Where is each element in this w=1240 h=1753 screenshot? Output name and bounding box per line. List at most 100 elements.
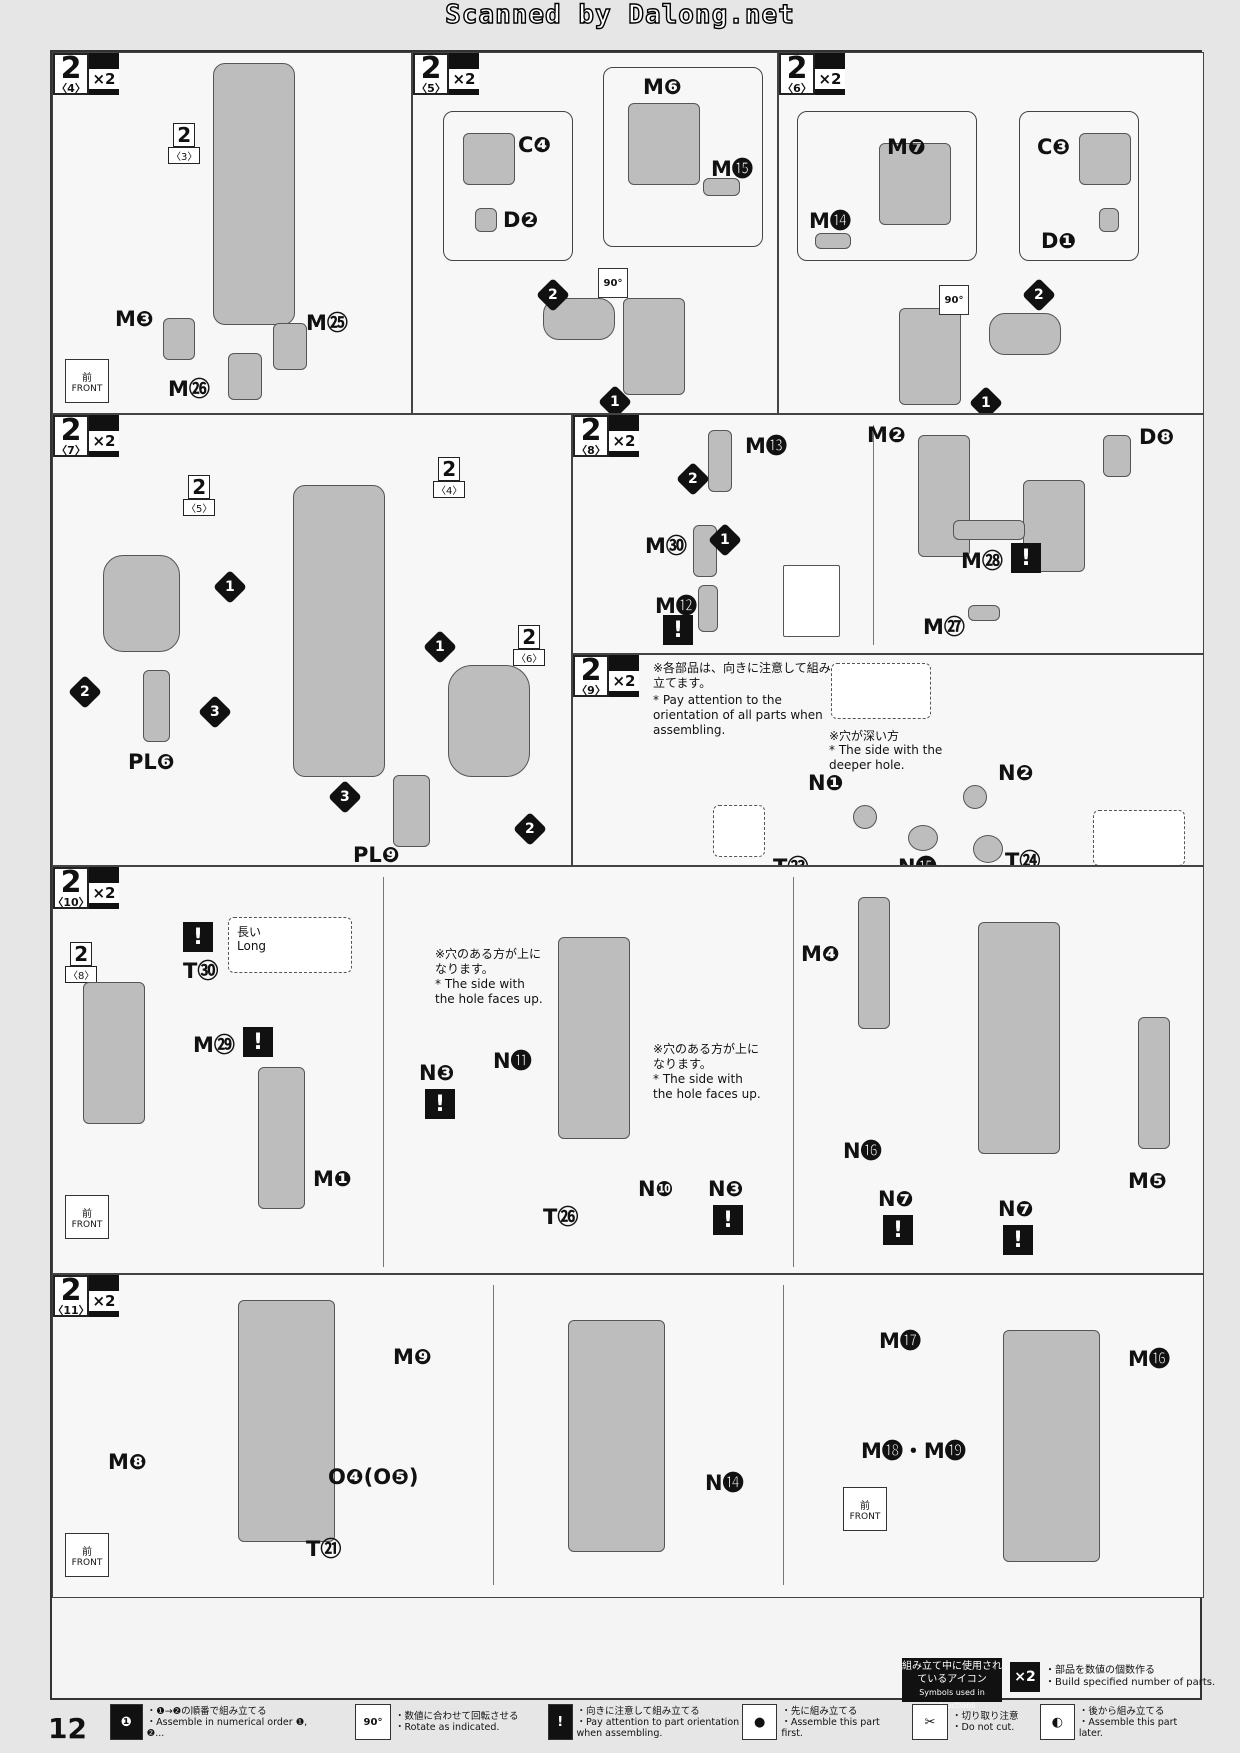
leg-frame-part bbox=[1003, 1330, 1100, 1562]
label-m14: M⓮ bbox=[809, 209, 851, 233]
page-number: 12 bbox=[48, 1712, 87, 1745]
detail-inset bbox=[831, 663, 931, 719]
label-n16: N⓰ bbox=[843, 1139, 882, 1163]
divider bbox=[783, 1285, 784, 1585]
part-pl6 bbox=[143, 670, 170, 742]
armor-part bbox=[989, 313, 1061, 355]
label-n3: N❸ bbox=[708, 1177, 744, 1201]
label-d1: D❶ bbox=[1041, 229, 1077, 253]
part-t24 bbox=[973, 835, 1003, 863]
panel-step-2-6: 2〈6〉 ×2 M❼ C❸ M⓮ D❶ 2 1 90° bbox=[778, 52, 1204, 414]
label-n11: N⓫ bbox=[493, 1049, 532, 1073]
hole-note-en: * The side with the hole faces up. bbox=[435, 977, 543, 1006]
part-m14 bbox=[815, 233, 851, 249]
x2-legend: ×2・部品を数値の個数作る・Build specified number of … bbox=[1010, 1662, 1215, 1692]
leg-frame-part bbox=[558, 937, 630, 1139]
part-d1 bbox=[1099, 208, 1119, 232]
long-detail-inset bbox=[228, 917, 352, 973]
label-n2: N❷ bbox=[998, 761, 1034, 785]
label-t23: T㉓ bbox=[773, 851, 808, 865]
step-badge: 2〈11〉 ×2 bbox=[53, 1275, 119, 1317]
rotate-icon: 90° bbox=[598, 268, 632, 298]
label-t21: T㉑ bbox=[306, 1537, 342, 1561]
leg-frame-part bbox=[238, 1300, 335, 1542]
long-label-jp: 長い bbox=[237, 925, 262, 939]
orientation-warning-icon: ! bbox=[425, 1089, 455, 1119]
part-n1 bbox=[853, 805, 877, 829]
armor-frame-part bbox=[623, 298, 685, 395]
label-m30: M㉚ bbox=[645, 534, 687, 558]
leg-frame-part bbox=[293, 485, 385, 777]
label-m2: M❷ bbox=[867, 423, 906, 447]
label-m1: M❶ bbox=[313, 1167, 352, 1191]
part-c3 bbox=[1079, 133, 1131, 185]
label-t30: T㉚ bbox=[183, 959, 219, 983]
divider bbox=[383, 877, 384, 1267]
divider bbox=[793, 877, 794, 1267]
part-m4 bbox=[858, 897, 890, 1029]
step-badge: 2〈7〉 ×2 bbox=[53, 415, 119, 457]
label-n7: N❼ bbox=[998, 1197, 1034, 1221]
orientation-warning-icon: ! bbox=[183, 922, 213, 952]
panel-step-2-7: 2〈7〉 ×2 2〈5〉 2〈4〉 2〈6〉 PL❻ PL❾ 1 2 3 1 3… bbox=[52, 414, 572, 866]
cut-detail bbox=[783, 565, 840, 637]
label-m5: M❺ bbox=[1128, 1169, 1167, 1193]
order-1-icon: 1 bbox=[213, 570, 247, 604]
leg-frame-part bbox=[978, 922, 1060, 1154]
label-d2: D❷ bbox=[503, 208, 539, 232]
step-badge: 2〈8〉 ×2 bbox=[573, 415, 639, 457]
part-m12 bbox=[698, 585, 718, 632]
legend-rotate: 90°・数値に合わせて回転させる・Rotate as indicated. bbox=[355, 1702, 545, 1742]
label-t24: T㉔ bbox=[1005, 849, 1041, 866]
part-m26 bbox=[228, 353, 262, 400]
label-m18-m19: M⓲・M⓳ bbox=[861, 1439, 966, 1463]
label-pl9: PL❾ bbox=[353, 843, 400, 866]
part-m28 bbox=[953, 520, 1025, 540]
step-badge: 2〈6〉 ×2 bbox=[779, 53, 845, 95]
label-d8: D❽ bbox=[1139, 425, 1175, 449]
label-m26: M㉖ bbox=[168, 377, 210, 401]
part-d2 bbox=[475, 208, 497, 232]
part-m27 bbox=[968, 605, 1000, 621]
armor-part bbox=[103, 555, 180, 652]
panel-step-2-9: 2〈9〉 ×2 ※各部品は、向きに注意して組み立てます。 * Pay atten… bbox=[572, 654, 1204, 866]
label-m4: M❹ bbox=[801, 942, 840, 966]
orientation-warning-icon: ! bbox=[883, 1215, 913, 1245]
legend-assemble-first: ●・先に組み立てる・Assemble this part first. bbox=[742, 1702, 902, 1742]
part-m13 bbox=[708, 430, 732, 492]
divider bbox=[873, 425, 874, 645]
orientation-note-jp: ※各部品は、向きに注意して組み立てます。 bbox=[653, 661, 831, 690]
detail-inset bbox=[1093, 810, 1185, 865]
part-m7 bbox=[879, 143, 951, 225]
label-m7: M❼ bbox=[887, 135, 926, 159]
step-badge: 2〈10〉 ×2 bbox=[53, 867, 119, 909]
order-2-icon: 2 bbox=[676, 462, 710, 496]
label-n1: N❶ bbox=[808, 771, 844, 795]
label-m16: M⓰ bbox=[1128, 1347, 1170, 1371]
hole-note-jp: ※穴のある方が上になります。 bbox=[435, 947, 542, 976]
panel-step-2-5: 2〈5〉 ×2 C❹ D❷ M❻ M⓯ 2 1 90° bbox=[412, 52, 778, 414]
label-m17: M⓱ bbox=[879, 1329, 921, 1353]
label-t26: T㉖ bbox=[543, 1205, 579, 1229]
rotate-icon: 90° bbox=[939, 285, 973, 315]
label-m12: M⓬ bbox=[655, 594, 697, 618]
label-n7: N❼ bbox=[878, 1187, 914, 1211]
panel-step-2-11: 2〈11〉 ×2 M❾ M❽ O❹(O❺) T㉑ N⓮ M⓱ M⓰ M⓲・M⓳ … bbox=[52, 1274, 1204, 1598]
part-m15 bbox=[703, 178, 740, 196]
orientation-warning-icon: ! bbox=[713, 1205, 743, 1235]
subassembly-ref: 2〈3〉 bbox=[168, 123, 201, 164]
subassembly-ref: 2〈4〉 bbox=[433, 457, 466, 498]
subassembly-ref: 2〈8〉 bbox=[65, 942, 98, 983]
label-m13: M⓭ bbox=[745, 434, 787, 458]
scan-watermark-title: Scanned by Dalong.net bbox=[444, 0, 795, 31]
leg-subframe-part bbox=[83, 982, 145, 1124]
part-m1 bbox=[258, 1067, 305, 1209]
armor-frame-part bbox=[899, 308, 961, 405]
label-m15: M⓯ bbox=[711, 157, 753, 181]
legend-do-not-cut: ✂・切り取り注意・Do not cut. bbox=[912, 1702, 1037, 1742]
part-m25 bbox=[273, 323, 307, 370]
